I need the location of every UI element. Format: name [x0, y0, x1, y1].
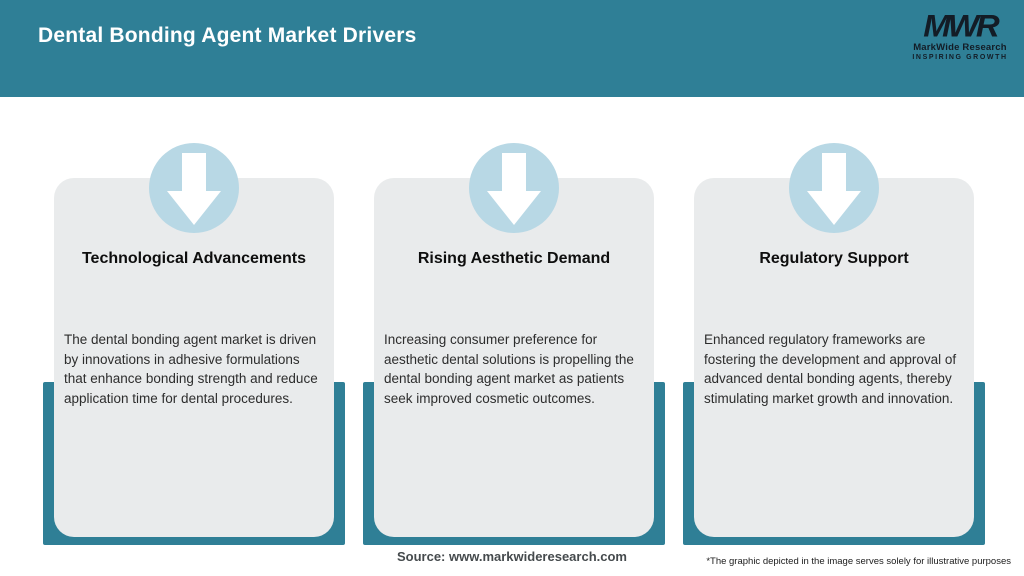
down-arrow-icon: [149, 143, 239, 233]
logo-monogram: MWR: [923, 7, 999, 44]
driver-card-technological-advancements: Technological Advancements The dental bo…: [43, 130, 345, 545]
driver-card-regulatory-support: Regulatory Support Enhanced regulatory f…: [683, 130, 985, 545]
down-arrow-icon: [469, 143, 559, 233]
card-panel: [374, 178, 654, 537]
card-title: Technological Advancements: [81, 250, 307, 267]
source-text: Source: www.markwideresearch.com: [396, 549, 627, 564]
card-title: Regulatory Support: [759, 250, 909, 267]
logo-tagline: INSPIRING GROWTH: [912, 54, 1008, 61]
down-arrow-icon: [789, 143, 879, 233]
card-body: The dental bonding agent market is drive…: [64, 332, 318, 406]
card-body: Enhanced regulatory frameworks are foste…: [704, 332, 957, 406]
card-panel: [694, 178, 974, 537]
logo-name: MarkWide Research: [913, 42, 1007, 53]
header-bar: Dental Bonding Agent Market Drivers MWR …: [0, 0, 1024, 97]
disclaimer-text: *The graphic depicted in the image serve…: [706, 556, 1011, 567]
driver-card-rising-aesthetic-demand: Rising Aesthetic Demand Increasing consu…: [363, 130, 665, 545]
brand-logo: MWR MarkWide Research INSPIRING GROWTH: [910, 7, 1010, 61]
card-panel: [54, 178, 334, 537]
page-title: Dental Bonding Agent Market Drivers: [38, 24, 417, 47]
card-title: Rising Aesthetic Demand: [417, 250, 611, 267]
card-body: Increasing consumer preference for aesth…: [384, 332, 634, 406]
